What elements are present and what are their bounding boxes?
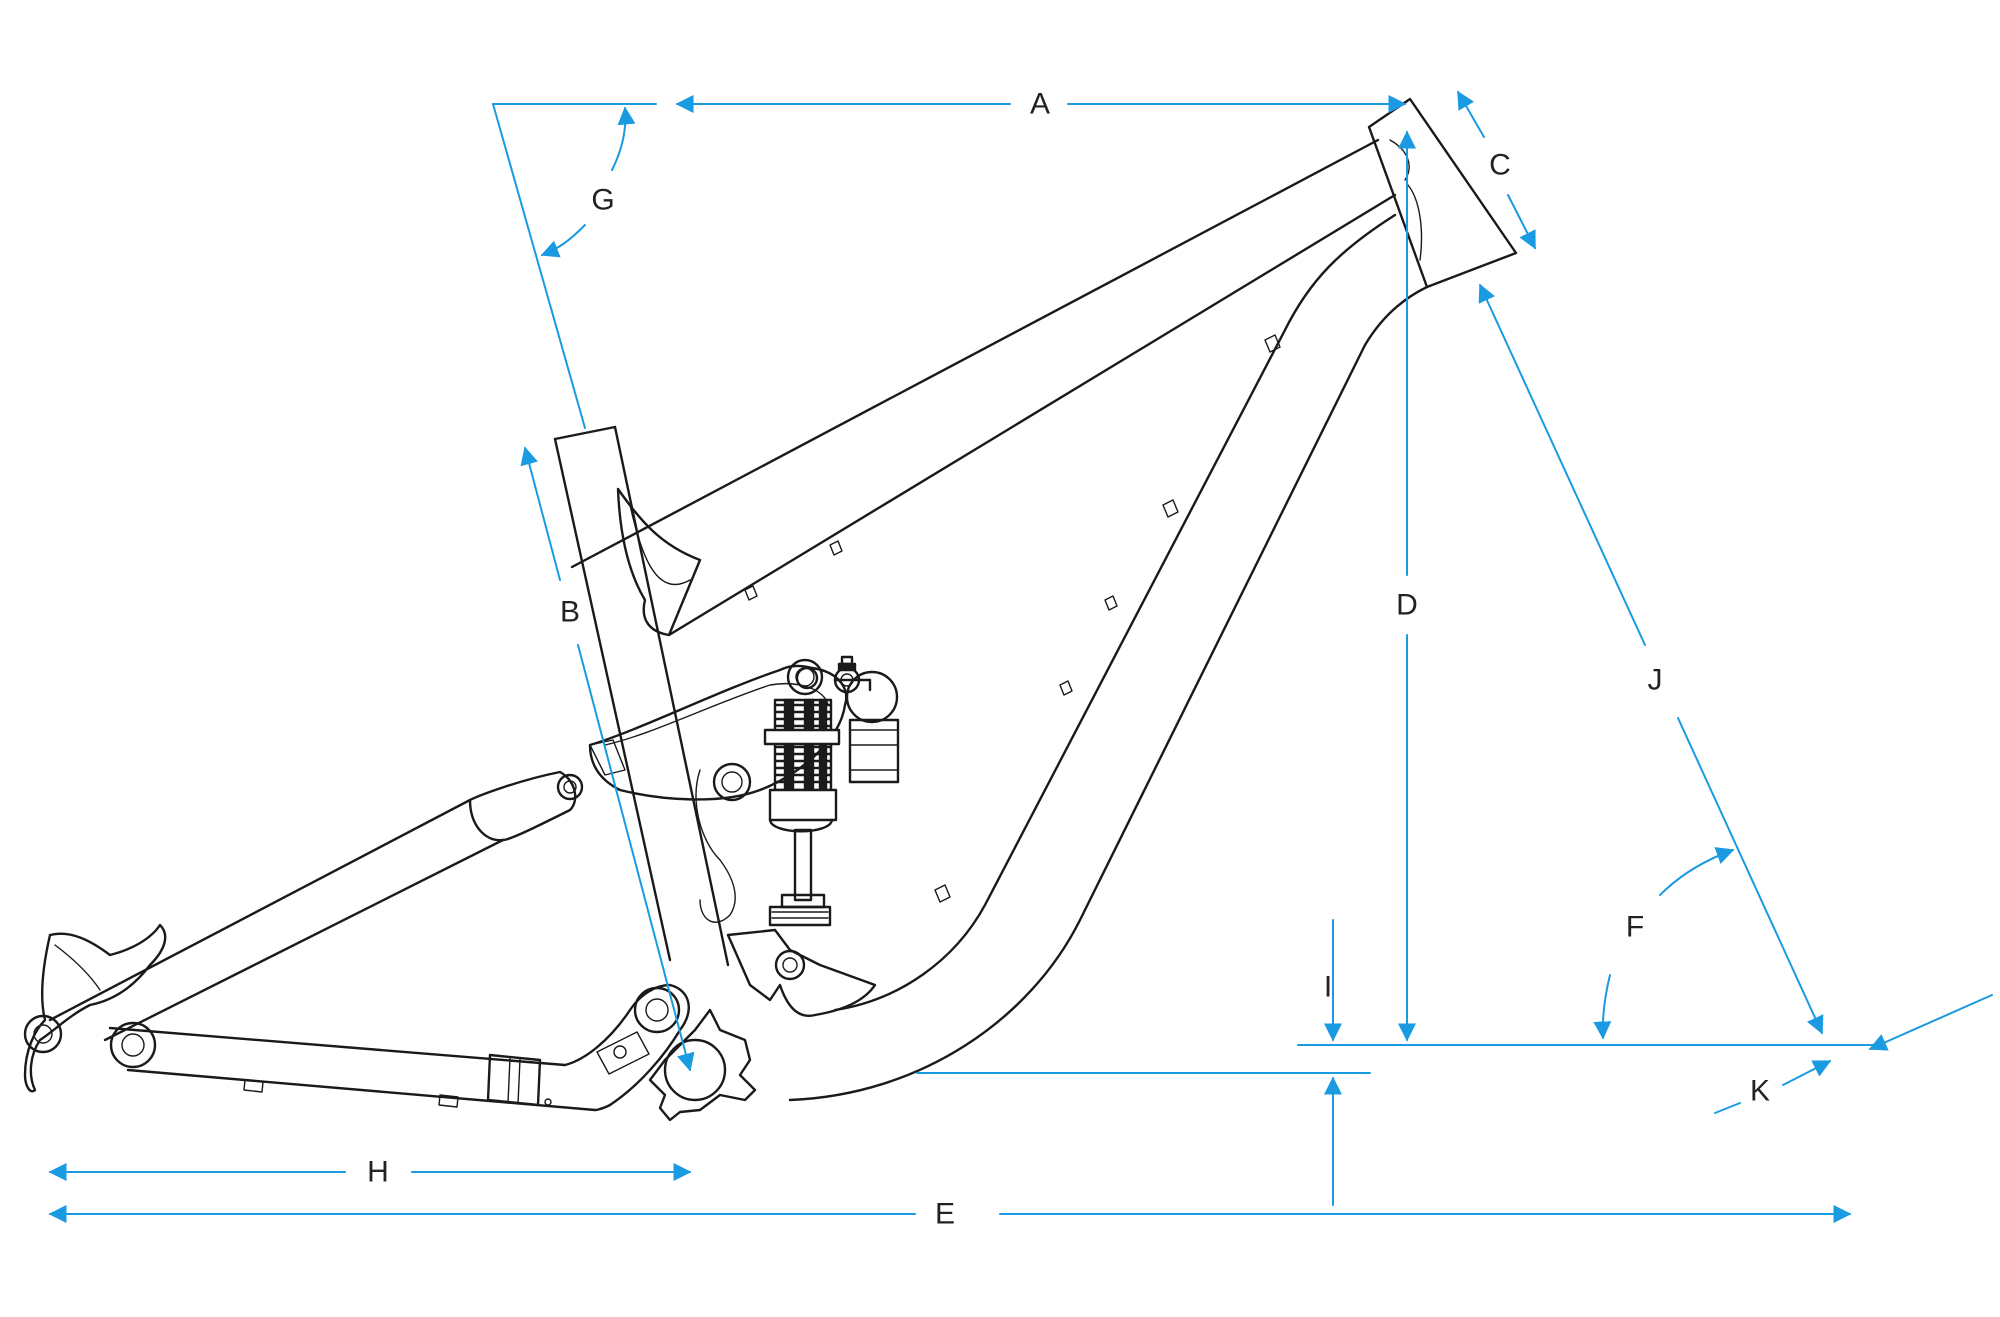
shock-lower-mount <box>774 949 806 981</box>
bottom-bracket <box>663 1038 727 1102</box>
dim-g-arc-bottom <box>540 224 586 258</box>
rear-shock <box>763 655 900 927</box>
bike-frame-drawing <box>23 97 1518 1122</box>
label-b: B <box>560 596 580 629</box>
dim-b-arrow-bottom <box>577 644 695 1072</box>
label-e: E <box>935 1198 955 1231</box>
shock-shaft <box>793 828 813 902</box>
down-tube-upper <box>833 213 1397 1012</box>
dim-k-arrow-k <box>1782 1060 1832 1086</box>
top-tube-lower <box>667 193 1397 637</box>
lower-link <box>563 983 690 1112</box>
dim-k-arrow-left <box>1714 1102 1741 1114</box>
label-g: G <box>591 184 614 217</box>
shock-reservoir <box>848 718 900 784</box>
label-j: J <box>1648 664 1663 697</box>
seat-tube-top <box>553 425 617 441</box>
rear-dropout <box>23 923 167 1093</box>
dim-f-arc-bottom <box>1593 974 1612 1040</box>
shock-upper-mount <box>795 666 819 690</box>
lower-link-pivot <box>633 986 681 1034</box>
dimension-labels: A B C D E F G H I J K <box>367 88 1770 1231</box>
rocker-pivot-front <box>786 658 824 696</box>
seat-tube-rear <box>613 425 730 967</box>
label-a: A <box>1030 88 1050 121</box>
shock-clevis <box>726 928 877 1017</box>
head-tube <box>1367 97 1518 289</box>
dim-f-arc-top <box>1659 847 1735 896</box>
bottom-bracket-mount <box>648 1008 757 1122</box>
down-tube-lower <box>788 285 1429 1102</box>
label-c: C <box>1489 149 1511 182</box>
shock-reservoir-cap <box>845 670 899 724</box>
label-f: F <box>1626 911 1644 944</box>
dim-g-arc-top <box>611 106 636 171</box>
rear-axle-outer <box>23 1014 63 1054</box>
top-tube-gusset <box>616 487 702 637</box>
chainstay-pivot-rear <box>109 1021 157 1069</box>
seat-stay-lower <box>103 838 505 1042</box>
label-d: D <box>1396 589 1418 622</box>
geometry-dimensions <box>48 90 1993 1223</box>
label-i: I <box>1324 971 1332 1004</box>
dim-j-arrow-top <box>1478 283 1646 646</box>
dim-k-arrow-right <box>1868 994 1993 1051</box>
rocker-link <box>588 664 848 801</box>
dim-c-arrow-top <box>1457 90 1485 138</box>
label-k: K <box>1750 1075 1770 1108</box>
seat-stay-upper <box>48 798 472 1022</box>
top-tube-upper <box>570 138 1380 569</box>
seat-stay-pivot <box>556 773 584 801</box>
head-angle-reference <box>492 103 586 429</box>
seat-tube-front <box>553 437 672 962</box>
dim-b-arrow-top <box>520 446 561 581</box>
rocker-pivot-main <box>712 762 752 802</box>
chain-stay-upper <box>108 1026 567 1067</box>
label-h: H <box>367 1156 389 1189</box>
dim-c-arrow-bottom <box>1507 194 1536 250</box>
seat-stay-bridge <box>468 770 577 842</box>
dim-j-arrow-bottom <box>1677 717 1824 1035</box>
